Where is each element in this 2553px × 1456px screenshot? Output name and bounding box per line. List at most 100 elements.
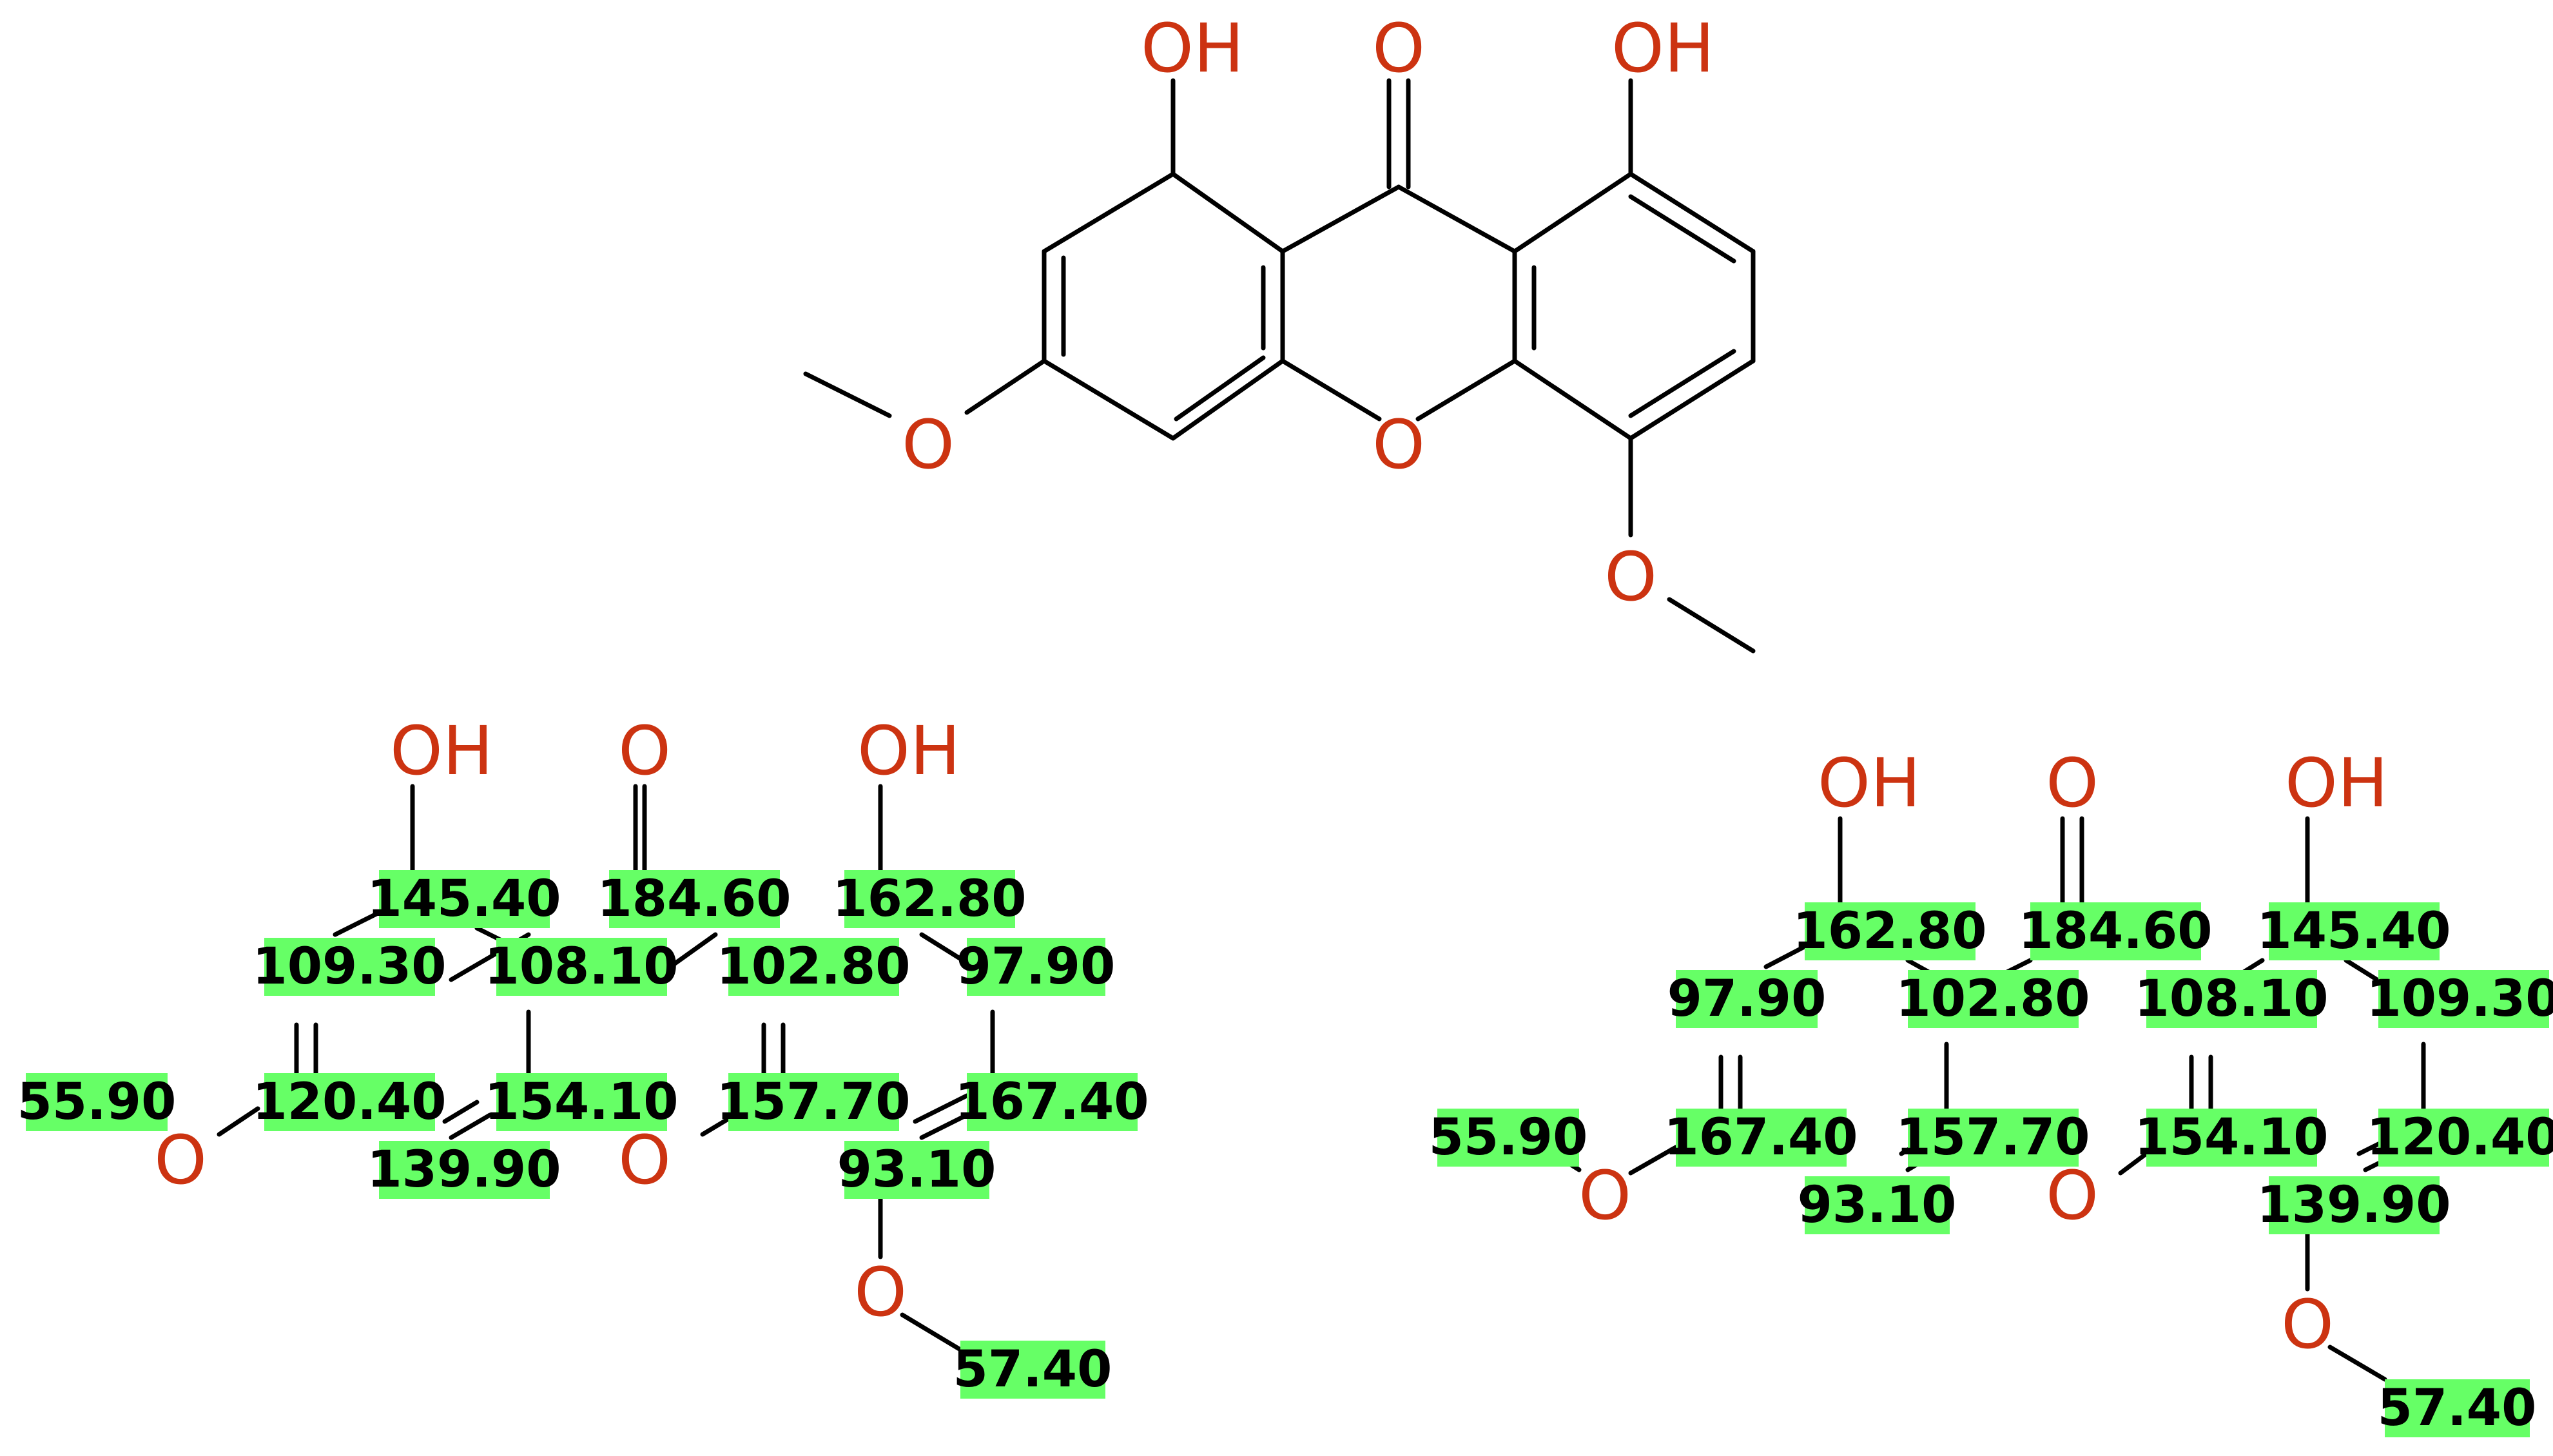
bond <box>1628 358 1756 441</box>
svg-text:102.80: 102.80 <box>1896 970 2090 1028</box>
shift-label: 55.90 <box>1429 1109 1588 1167</box>
methoxy-oxygen-label: O <box>2281 1285 2334 1364</box>
shift-label: 162.80 <box>833 870 1027 928</box>
svg-text:57.40: 57.40 <box>2378 1379 2537 1437</box>
svg-text:162.80: 162.80 <box>833 870 1027 928</box>
shift-label: 102.80 <box>717 938 911 996</box>
hydroxyl-label: OH <box>390 712 493 790</box>
shift-label: 139.90 <box>367 1141 561 1199</box>
shift-label: 108.10 <box>485 938 679 996</box>
shift-label: 145.40 <box>367 870 561 928</box>
shift-label: 57.40 <box>953 1341 1112 1399</box>
svg-text:97.90: 97.90 <box>956 938 1116 996</box>
shift-label: 108.10 <box>2135 970 2329 1028</box>
svg-text:145.40: 145.40 <box>2257 902 2451 960</box>
bond <box>1512 358 1633 441</box>
shift-label: 93.10 <box>1798 1176 1957 1234</box>
shift-label: 120.40 <box>2367 1109 2553 1167</box>
shift-label: 93.10 <box>837 1141 996 1199</box>
bond <box>1512 171 1633 254</box>
shift-label: 102.80 <box>1896 970 2090 1028</box>
shift-label: 145.40 <box>2257 902 2451 960</box>
methoxy-oxygen-label: O <box>1604 538 1657 616</box>
shift-label: 157.70 <box>1896 1109 2090 1167</box>
svg-text:102.80: 102.80 <box>717 938 911 996</box>
svg-text:184.60: 184.60 <box>597 870 791 928</box>
bond <box>1280 358 1382 422</box>
svg-text:154.10: 154.10 <box>485 1073 679 1131</box>
bond <box>1628 171 1756 254</box>
shift-label: 139.90 <box>2257 1176 2451 1234</box>
svg-text:55.90: 55.90 <box>1429 1109 1588 1167</box>
ring-oxygen-label: O <box>618 1121 671 1199</box>
bond <box>1170 358 1285 441</box>
svg-text:184.60: 184.60 <box>2019 902 2213 960</box>
methoxy-oxygen-label: O <box>154 1121 207 1199</box>
bond <box>1628 349 1736 418</box>
shift-label: 167.40 <box>955 1073 1149 1131</box>
carbonyl-oxygen-label: O <box>618 712 671 790</box>
svg-text:162.80: 162.80 <box>1793 902 1987 960</box>
shift-label: 167.40 <box>1664 1109 1858 1167</box>
bond <box>964 358 1047 415</box>
svg-text:167.40: 167.40 <box>1664 1109 1858 1167</box>
svg-text:139.90: 139.90 <box>367 1141 561 1199</box>
shift-label: 184.60 <box>597 870 791 928</box>
svg-text:139.90: 139.90 <box>2257 1176 2451 1234</box>
svg-text:154.10: 154.10 <box>2135 1109 2329 1167</box>
hydroxyl-label: OH <box>1141 9 1244 88</box>
shift-label: 157.70 <box>717 1073 911 1131</box>
bond <box>449 1112 492 1140</box>
svg-text:93.10: 93.10 <box>1798 1176 1957 1234</box>
shift-label: 97.90 <box>956 938 1116 996</box>
shift-label: 109.30 <box>253 938 447 996</box>
svg-text:108.10: 108.10 <box>485 938 679 996</box>
shift-label: 55.90 <box>17 1073 177 1131</box>
hydroxyl-label: OH <box>2285 744 2388 822</box>
ring-oxygen-label: O <box>2046 1156 2099 1235</box>
bond <box>900 1312 969 1356</box>
bond <box>2118 1151 2149 1176</box>
bond <box>1667 597 1756 654</box>
svg-text:97.90: 97.90 <box>1667 970 1827 1028</box>
methoxy-oxygen-label: O <box>902 405 955 484</box>
bond <box>1628 1145 1678 1176</box>
bond <box>1396 184 1517 254</box>
methoxy-oxygen-label: O <box>1578 1156 1631 1235</box>
svg-text:57.40: 57.40 <box>953 1341 1112 1399</box>
shift-label: 184.60 <box>2019 902 2213 960</box>
svg-text:120.40: 120.40 <box>2367 1109 2553 1167</box>
svg-text:167.40: 167.40 <box>955 1073 1149 1131</box>
svg-text:55.90: 55.90 <box>17 1073 177 1131</box>
svg-text:109.30: 109.30 <box>2367 970 2553 1028</box>
svg-text:93.10: 93.10 <box>837 1141 996 1199</box>
svg-text:109.30: 109.30 <box>253 938 447 996</box>
bond <box>442 1100 480 1124</box>
bond <box>2327 1344 2387 1382</box>
bond <box>919 932 976 969</box>
shift-label: 154.10 <box>485 1073 679 1131</box>
molecule-right-annotated: OH O OH O O O 162.80 184.60 145.40 97.90… <box>1429 744 2553 1437</box>
shift-label: 97.90 <box>1667 970 1827 1028</box>
svg-text:157.70: 157.70 <box>1896 1109 2090 1167</box>
bond <box>1042 358 1176 441</box>
methoxy-oxygen-label: O <box>854 1253 907 1332</box>
bond <box>217 1106 260 1137</box>
svg-text:145.40: 145.40 <box>367 870 561 928</box>
bond <box>1174 355 1266 422</box>
svg-text:108.10: 108.10 <box>2135 970 2329 1028</box>
bond <box>1628 194 1736 264</box>
hydroxyl-label: OH <box>1611 9 1714 88</box>
shift-label: 57.40 <box>2378 1379 2537 1437</box>
shift-label: 109.30 <box>2367 970 2553 1028</box>
ring-oxygen-label: O <box>1372 405 1425 484</box>
carbonyl-oxygen-label: O <box>2046 744 2099 822</box>
hydroxyl-label: OH <box>1818 744 1921 822</box>
shift-label: 120.40 <box>253 1073 447 1131</box>
svg-text:120.40: 120.40 <box>253 1073 447 1131</box>
bond <box>1415 358 1517 422</box>
svg-text:157.70: 157.70 <box>717 1073 911 1131</box>
shift-label: 154.10 <box>2135 1109 2329 1167</box>
bond <box>919 1109 976 1140</box>
